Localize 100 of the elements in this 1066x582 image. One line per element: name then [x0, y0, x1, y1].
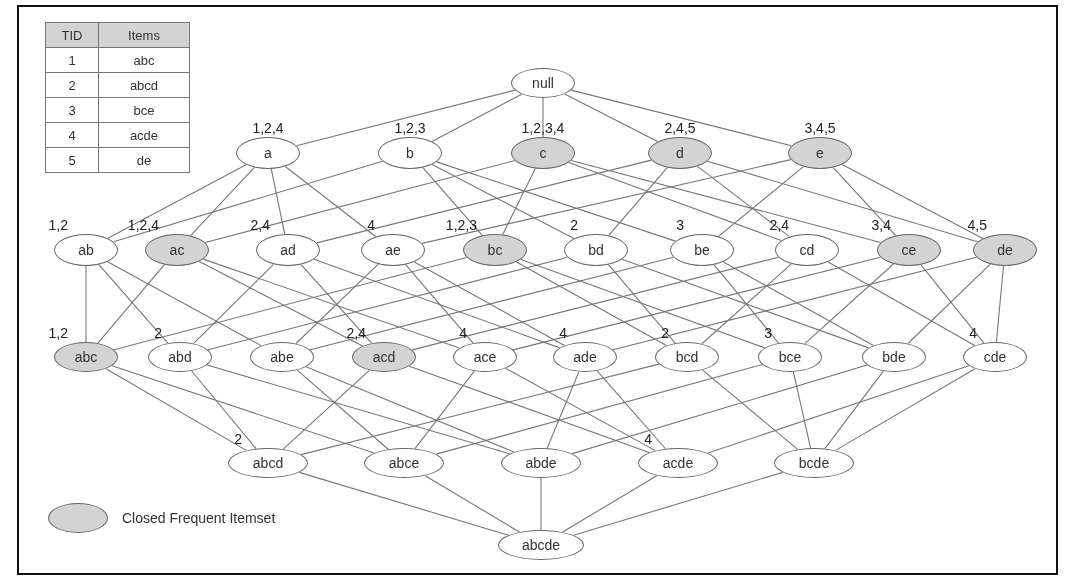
itemset-ellipse [655, 342, 719, 372]
support-label: 1,2,4 [127, 217, 159, 233]
itemset-label: cde [983, 349, 1007, 365]
itemset-ellipse [511, 68, 575, 98]
itemset-ellipse [862, 342, 926, 372]
connector-line [722, 261, 874, 347]
connector-line [995, 265, 1005, 343]
itemset-label: bce [778, 349, 802, 365]
itemset-ellipse [228, 448, 308, 478]
connector-line [573, 471, 784, 536]
connector-line [697, 165, 790, 238]
connector-line [540, 477, 542, 531]
itemset-label: acde [662, 455, 694, 471]
itemset-label: bc [487, 242, 503, 258]
connector-line [515, 261, 667, 347]
closed-itemset-ellipse [463, 234, 527, 266]
connector-line [502, 168, 536, 235]
connector-line [832, 167, 897, 236]
itemset-ellipse [775, 234, 839, 266]
table-cell: 4 [45, 122, 99, 148]
support-label: 4 [559, 325, 567, 341]
itemset-label: de [997, 242, 1013, 258]
support-label: 4,5 [967, 217, 987, 233]
itemset-ellipse [256, 234, 320, 266]
support-label: 2 [661, 325, 669, 341]
connector-line [316, 159, 652, 244]
table-cell: bce [98, 97, 190, 123]
support-label: 4 [459, 325, 467, 341]
itemset-ellipse [963, 342, 1027, 372]
itemset-label: ab [78, 242, 94, 258]
connector-line [920, 264, 985, 344]
header-cell: TID [45, 22, 99, 48]
itemset-label: b [406, 145, 414, 161]
connector-line [505, 367, 656, 452]
header-cell: Items [98, 22, 190, 48]
itemset-label: bcde [798, 455, 830, 471]
closed-itemset-ellipse [877, 234, 941, 266]
itemset-label: bcd [675, 349, 699, 365]
itemset-ellipse [774, 448, 854, 478]
legend-label: Closed Frequent Itemset [122, 510, 276, 526]
support-label: 4 [969, 325, 977, 341]
connector-line [568, 161, 782, 242]
support-label: 2,4 [346, 325, 366, 341]
itemset-ellipse [364, 448, 444, 478]
itemset-label: acd [372, 349, 396, 365]
itemset-ellipse [54, 234, 118, 266]
connector-line [405, 264, 474, 344]
itemset-label: bd [588, 242, 604, 258]
itemset-label: ade [573, 349, 597, 365]
table-cell: 2 [45, 72, 99, 98]
connector-line [608, 167, 668, 236]
connector-line [431, 164, 575, 239]
closed-itemset-ellipse [352, 342, 416, 372]
closed-itemset-ellipse [511, 137, 575, 169]
itemset-ellipse [250, 342, 314, 372]
connector-line [824, 370, 884, 450]
connector-line [827, 261, 976, 346]
itemset-ellipse [378, 137, 442, 169]
connector-line [270, 168, 286, 235]
connector-line [792, 371, 812, 449]
itemset-label: abde [525, 455, 557, 471]
connector-line [413, 261, 565, 347]
connector-line [298, 471, 509, 536]
connector-line [107, 164, 247, 239]
support-label: 2 [154, 325, 162, 341]
itemset-label: ace [473, 349, 497, 365]
connector-line [596, 370, 667, 450]
connector-line [85, 265, 87, 343]
closed-itemset-ellipse [145, 234, 209, 266]
connector-line [718, 166, 804, 237]
itemset-ellipse [564, 234, 628, 266]
connector-line [107, 261, 262, 347]
connector-line [191, 370, 257, 450]
connector-line [414, 370, 475, 450]
connector-line [436, 161, 676, 242]
support-label: 2 [570, 217, 578, 233]
closed-itemset-ellipse [648, 137, 712, 169]
itemset-label: c [539, 145, 547, 161]
itemset-ellipse [148, 342, 212, 372]
itemset-label: be [694, 242, 710, 258]
support-label: 1,2,3,4 [521, 120, 565, 136]
support-label: 4 [367, 217, 375, 233]
closed-itemset-ellipse [788, 137, 852, 169]
itemset-label: ae [385, 242, 401, 258]
itemset-label: abd [168, 349, 192, 365]
itemset-label: ac [169, 242, 185, 258]
connector-line [284, 165, 377, 238]
support-label: 3,4 [871, 217, 891, 233]
table-cell: de [98, 147, 190, 173]
itemset-label: null [532, 75, 554, 91]
itemset-ellipse [361, 234, 425, 266]
connector-line [607, 264, 676, 344]
support-label: 1,2 [48, 325, 68, 341]
itemset-label: bde [882, 349, 906, 365]
support-label: 1,2 [48, 217, 68, 233]
connector-line [305, 366, 515, 453]
table-cell: 3 [45, 97, 99, 123]
support-label: 2,4,5 [664, 120, 696, 136]
itemset-label: d [676, 145, 684, 161]
connector-line [105, 368, 247, 451]
